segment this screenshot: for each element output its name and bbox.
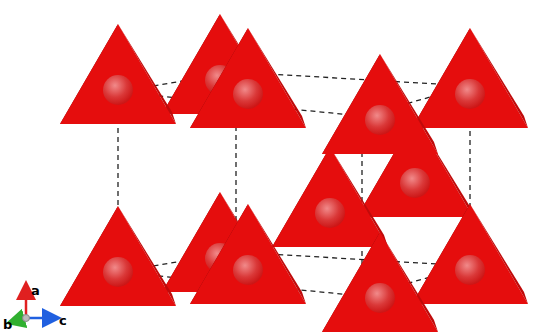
axis-label: a <box>31 284 40 297</box>
axis-label: b <box>3 318 12 331</box>
axis-label: c <box>59 314 67 327</box>
tetrahedra <box>60 14 528 332</box>
